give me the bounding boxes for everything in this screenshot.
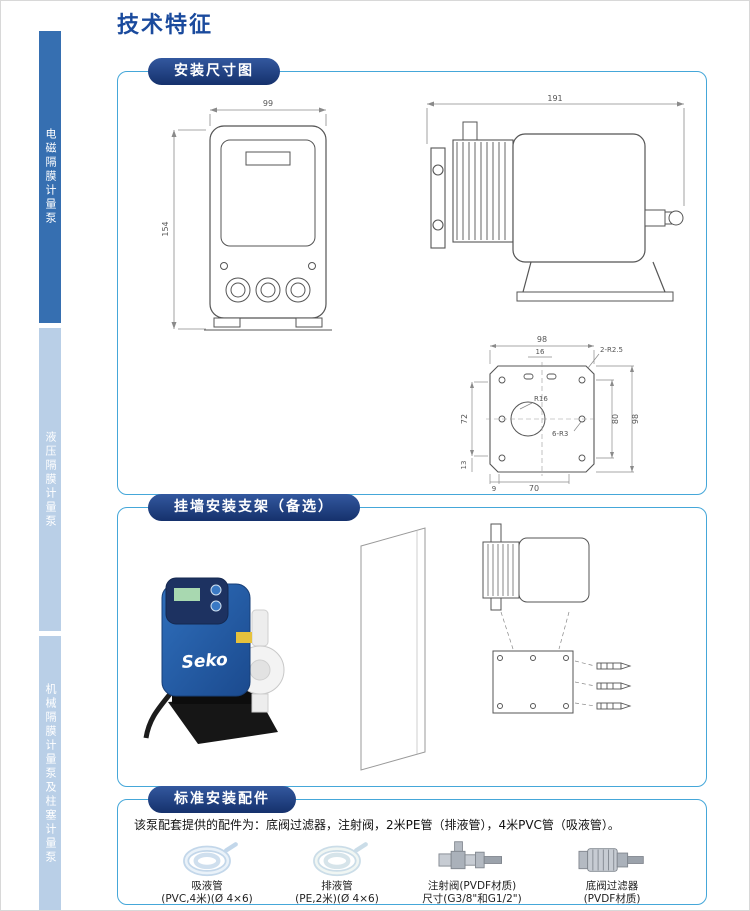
mounting-plate-drawing: 98 16 2-R2.5 R16 6-R3 72 13 80 98 9 70 (460, 335, 640, 492)
sidebar-item-mechanical-pump: 机械隔膜计量泵及柱塞计量泵 (39, 636, 61, 910)
dim-bottom-left: 13 (460, 461, 468, 470)
foot-valve-image (578, 848, 644, 872)
injection-valve-image (438, 841, 502, 870)
accessory-caption: 注射阀(PVDF材质) (427, 880, 517, 892)
discharge-tube-image (313, 842, 368, 877)
tube (143, 692, 172, 739)
panel-button (210, 600, 222, 612)
lcd-display (174, 588, 200, 601)
dim-plate-top: 98 (537, 335, 547, 344)
accessory-caption: 底阀过滤器 (585, 880, 639, 892)
accessory-caption: 排液管 (321, 880, 353, 892)
dim-slot-spacing: 16 (536, 348, 545, 356)
accessory-caption: 尺寸(G3/8"和G1/2") (422, 893, 522, 906)
accessory-caption: (PVDF材质) (583, 893, 641, 906)
sidebar-label: 液压隔膜计量泵 (44, 430, 57, 529)
accessory-caption: (PVC,4米)(Ø 4×6) (161, 893, 253, 906)
dim-right-inner: 80 (611, 414, 620, 424)
accessory-caption: 吸液管 (191, 880, 223, 892)
sidebar-item-electromagnetic-pump: 电磁隔膜计量泵 (39, 31, 61, 323)
dim-bottom-width: 70 (529, 484, 539, 492)
accessory-item-suction-tube: 吸液管 (PVC,4米)(Ø 4×6) (142, 840, 272, 906)
accessory-item-foot-valve: 底阀过滤器 (PVDF材质) (552, 840, 672, 906)
panel-button (210, 584, 222, 596)
accessories-intro-text: 该泵配套提供的配件为：底阀过滤器，注射阀，2米PE管（排液管），4米PVC管（吸… (134, 818, 620, 832)
accessory-item-injection-valve: 注射阀(PVDF材质) 尺寸(G3/8"和G1/2") (397, 840, 547, 906)
page-title: 技术特征 (117, 13, 214, 38)
brand-logo: Seko (181, 650, 229, 673)
dim-bottom-offset: 9 (492, 485, 496, 492)
sidebar-label: 电磁隔膜计量泵 (44, 128, 57, 226)
dim-side-length: 191 (547, 94, 562, 103)
sidebar-label: 机械隔膜计量泵及柱塞计量泵 (44, 683, 57, 865)
accessory-item-discharge-tube: 排液管 (PE,2米)(Ø 4×6) (272, 840, 402, 906)
dim-six-holes: 6-R3 (552, 430, 568, 438)
section-wall-bracket: 挂墙安装支架（备选） Seko (117, 494, 707, 787)
wall-mount-drawing (360, 523, 632, 771)
dim-corner-holes: 2-R2.5 (600, 346, 623, 354)
dim-right-outer: 98 (631, 414, 640, 424)
dim-front-width: 99 (263, 99, 273, 108)
section-standard-accessories: 标准安装配件 该泵配套提供的配件为：底阀过滤器，注射阀，2米PE管（排液管），4… (117, 786, 707, 906)
wall (360, 527, 426, 771)
side-view-drawing: 191 (426, 94, 685, 302)
section-header-badge: 挂墙安装支架（备选） (148, 494, 360, 521)
pump-head-fitting (251, 609, 269, 647)
suction-tube-image (183, 842, 238, 877)
sidebar-item-hydraulic-pump: 液压隔膜计量泵 (39, 328, 61, 631)
dim-center-arc: R16 (534, 395, 548, 403)
dim-left-height: 72 (460, 414, 469, 424)
section-header-badge: 标准安装配件 (148, 786, 296, 813)
dim-front-height: 154 (161, 221, 170, 236)
section-installation-dimensions: 安装尺寸图 99 154 (117, 58, 707, 495)
front-view-drawing: 99 154 (161, 99, 332, 331)
bracket-plate (492, 650, 574, 714)
accessory-caption: (PE,2米)(Ø 4×6) (295, 893, 379, 906)
pump-product-photo: Seko (143, 577, 285, 744)
pump-outline (482, 523, 590, 611)
anchor-screws (596, 662, 632, 710)
warning-label (236, 632, 252, 643)
mounting-bracket (168, 696, 278, 744)
section-header-badge: 安装尺寸图 (148, 58, 280, 85)
